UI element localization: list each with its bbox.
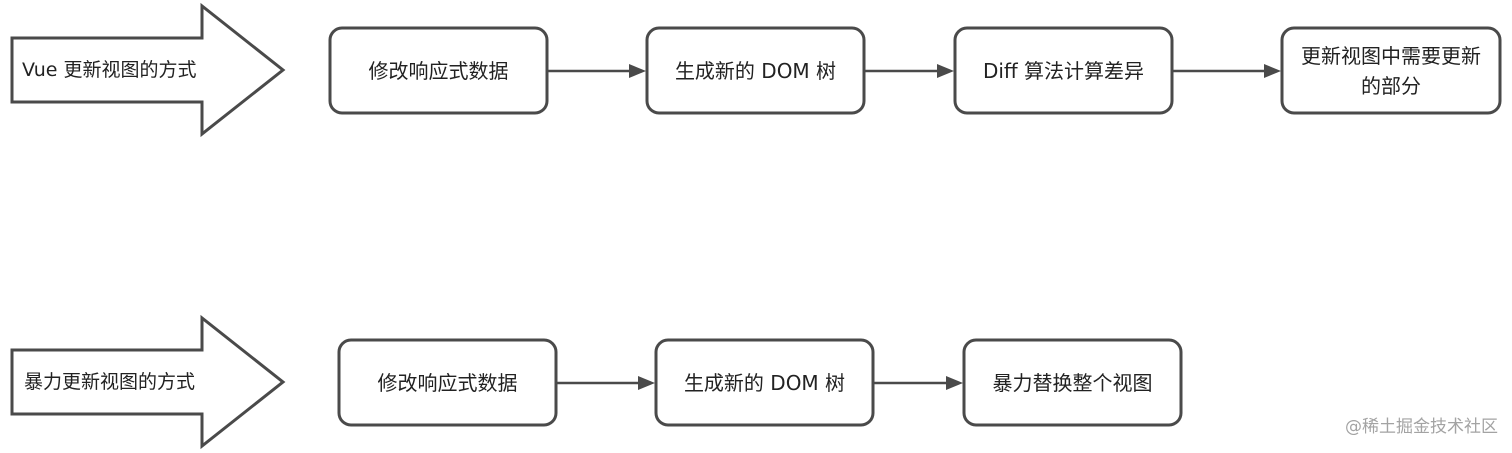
- row1-step3-label: Diff 算法计算差异: [982, 58, 1145, 83]
- row1-connector-1-head: [629, 64, 646, 78]
- watermark: @稀土掘金技术社区: [1345, 417, 1498, 437]
- row2-label: 暴力更新视图的方式: [24, 371, 196, 393]
- row1-connector-3-head: [1264, 64, 1281, 78]
- row1-step3-box: [953, 26, 1174, 115]
- row1-step2-label: 生成新的 DOM 树: [674, 58, 837, 83]
- row1-step1-box: [328, 26, 549, 115]
- row2-connector-1-head: [638, 376, 655, 390]
- row1-connector-2-head: [937, 64, 954, 78]
- row2-connector-2-head: [946, 376, 963, 390]
- row1-step2-box: [645, 26, 866, 115]
- row1-step4-label: 更新视图中需要更新的部分: [1301, 43, 1481, 98]
- row2-step1-box: [337, 338, 558, 427]
- row1-step4-box: [1280, 26, 1502, 115]
- row2-step3-label: 暴力替换整个视图: [992, 370, 1153, 395]
- row2-label-arrow: [10, 314, 286, 450]
- row2-step1-label: 修改响应式数据: [377, 370, 518, 395]
- row2-step3-box: [962, 338, 1183, 427]
- row2-step2-box: [654, 338, 875, 427]
- row1-label-arrow: [10, 2, 286, 138]
- row1-step1-label: 修改响应式数据: [368, 58, 509, 83]
- row1-label: Vue 更新视图的方式: [22, 59, 197, 81]
- row2-step2-label: 生成新的 DOM 树: [683, 370, 846, 395]
